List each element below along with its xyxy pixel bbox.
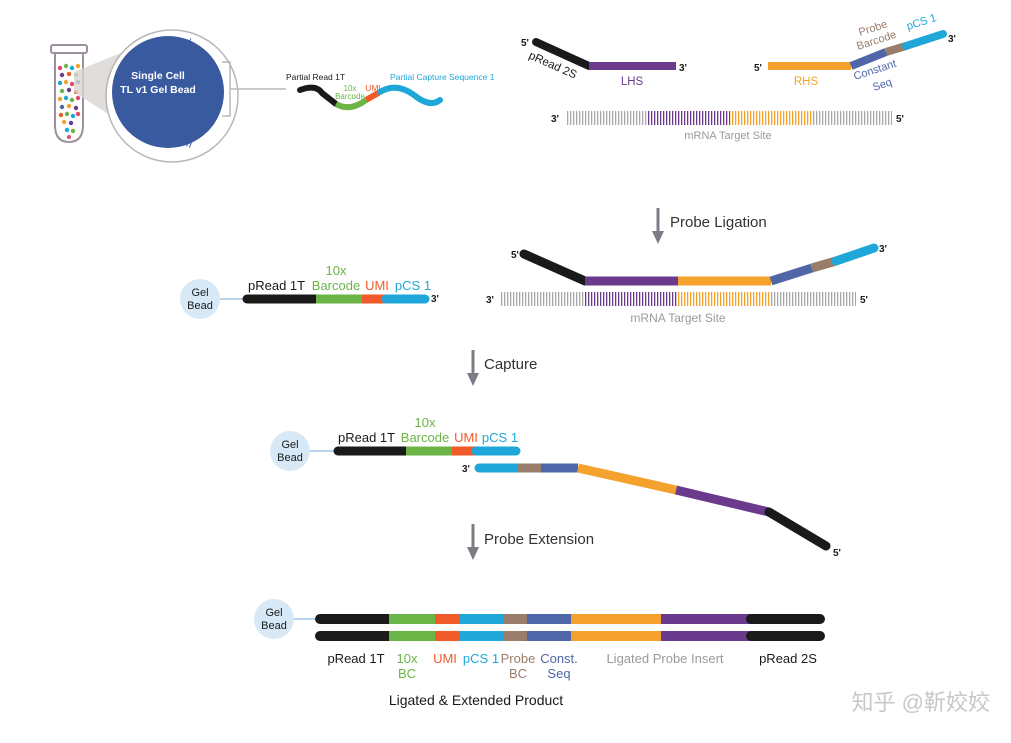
capture-barcode-10x: 10x (415, 415, 436, 430)
captured-probe-pread2s (764, 507, 831, 551)
capture-pread1t-label: pRead 1T (338, 430, 395, 445)
partial-capture-segment (377, 84, 443, 107)
pread2s-segment (532, 38, 593, 70)
captured-probe-rhs (577, 463, 677, 495)
product-umi-label: UMI (433, 651, 457, 666)
mrna-ticks-right (812, 111, 892, 125)
probe-ligation-label: Probe Ligation (670, 214, 767, 231)
barcode-segment (334, 97, 368, 111)
mrna-mid-ticks-left (500, 292, 584, 306)
product-pread2s-label: pRead 2S (759, 651, 817, 666)
gel-bead-tube-illustration: Single Cell TL v1 Gel Bead (50, 29, 286, 163)
product-pcs1-label: pCS 1 (463, 651, 499, 666)
probe-extension-label: Probe Extension (484, 531, 594, 548)
mrna-top-label: mRNA Target Site (684, 130, 771, 142)
partial-bead-oligo: Partial Read 1T 10x Barcode UMI Partial … (286, 72, 495, 111)
lhs-five-prime: 5' (521, 38, 529, 49)
product-bc-label: BC (398, 666, 416, 681)
rhs-five-prime: 5' (754, 63, 762, 74)
mrna-top-three-prime: 3' (551, 114, 559, 125)
product-pread1t-label: pRead 1T (327, 651, 384, 666)
barcode-10x-label: 10x (344, 84, 357, 93)
tube-cap (50, 44, 88, 54)
gel-bead-middle-line2: Bead (187, 300, 213, 312)
unligated-probes: 5' 3' pRead 2S LHS 5' 3' RHS Probe Barco… (521, 12, 956, 94)
lhs-label: LHS (621, 76, 644, 88)
umi-label-middle: UMI (365, 278, 389, 293)
mrna-ticks-rhs (730, 111, 812, 125)
partial-read-label: Partial Read 1T (286, 72, 345, 82)
pread1t-label-middle: pRead 1T (248, 278, 305, 293)
product-probe-label: Probe (501, 651, 536, 666)
product-const-label: Const. (540, 651, 578, 666)
product-caption: Ligated & Extended Product (389, 692, 563, 708)
arrow-head (467, 547, 479, 560)
mrna-mid-ticks-rhs (678, 292, 770, 306)
pcs1-label: pCS 1 (905, 12, 938, 33)
gel-bead-capture (270, 431, 310, 471)
barcode-word-middle: Barcode (312, 278, 360, 293)
product-10x-label: 10x (397, 651, 418, 666)
pcs1-label-middle: pCS 1 (395, 278, 431, 293)
constant-label-2: Seq (871, 76, 893, 93)
constant-seq-segment (849, 48, 888, 70)
mrna-mid-three-prime: 3' (486, 295, 494, 306)
barcode-word-label: Barcode (335, 92, 365, 101)
gel-bead-bottom-line1: Gel (265, 607, 282, 619)
product-ligated-insert-label: Ligated Probe Insert (606, 651, 723, 666)
gel-bead-bottom (254, 599, 294, 639)
rhs-three-prime: 3' (948, 34, 956, 45)
product-seq-label: Seq (547, 666, 570, 681)
bead-surface-oligos (181, 37, 205, 149)
gel-bead-middle (180, 279, 220, 319)
mrna-top: 3' 5' mRNA Target Site (551, 111, 904, 142)
capture-pcs1-label: pCS 1 (482, 430, 518, 445)
partial-capture-label: Partial Capture Sequence 1 (390, 72, 495, 82)
middle-oligo-three-prime: 3' (431, 294, 439, 305)
capture-complex: Gel Bead pRead 1T 10x Barcode UMI pCS 1 … (270, 415, 841, 559)
partial-read-1t-segment (297, 84, 339, 107)
watermark: 知乎 @靳姣姣 (852, 690, 990, 715)
probe-ligation-arrow: Probe Ligation (652, 208, 767, 244)
capture-arrow: Capture (467, 350, 537, 386)
mrna-mid-five-prime: 5' (860, 295, 868, 306)
capture-umi-label: UMI (454, 430, 478, 445)
ligated-pread2s (519, 249, 590, 286)
mrna-ticks-lhs (648, 111, 730, 125)
mrna-mid-ticks-lhs (584, 292, 678, 306)
gel-bead-oligo-middle: Gel Bead pRead 1T 10x Barcode UMI pCS 1 … (180, 263, 439, 319)
ligated-three-prime: 3' (879, 244, 887, 255)
product-probe-bc-label: BC (509, 666, 527, 681)
gel-bead-capture-line1: Gel (281, 439, 298, 451)
extended-product: Gel Bead pRead 1T 10x BC UMI (254, 599, 825, 708)
gel-bead-capture-line2: Bead (277, 452, 303, 464)
ligated-probe: 5' 3' 3' 5' mRNA Target Site (486, 243, 887, 325)
arrow-head (652, 231, 664, 244)
ligated-five-prime: 5' (511, 250, 519, 261)
pcs1-segment (902, 30, 947, 50)
ligated-constant (769, 263, 814, 286)
mrna-mid-label: mRNA Target Site (630, 311, 725, 325)
umi-label: UMI (365, 83, 381, 93)
barcode-10x-middle: 10x (326, 263, 347, 278)
captured-probe-three-prime: 3' (462, 464, 470, 475)
mrna-mid-ticks-right (770, 292, 856, 306)
captured-probe-five-prime: 5' (833, 548, 841, 559)
ligated-pcs1 (831, 243, 879, 266)
probe-extension-arrow: Probe Extension (467, 524, 594, 560)
gel-bead-bottom-line2: Bead (261, 620, 287, 632)
lhs-three-prime: 3' (679, 63, 687, 74)
mrna-top-five-prime: 5' (896, 114, 904, 125)
capture-label: Capture (484, 356, 537, 373)
big-bead-label-line1: Single Cell (131, 70, 185, 82)
rhs-label: RHS (794, 76, 819, 88)
mrna-ticks-left (566, 111, 648, 125)
capture-barcode-word: Barcode (401, 430, 449, 445)
arrow-head (467, 373, 479, 386)
big-bead-label-line2: TL v1 Gel Bead (120, 84, 196, 96)
captured-probe-lhs (674, 485, 771, 517)
gel-bead-middle-line1: Gel (191, 287, 208, 299)
